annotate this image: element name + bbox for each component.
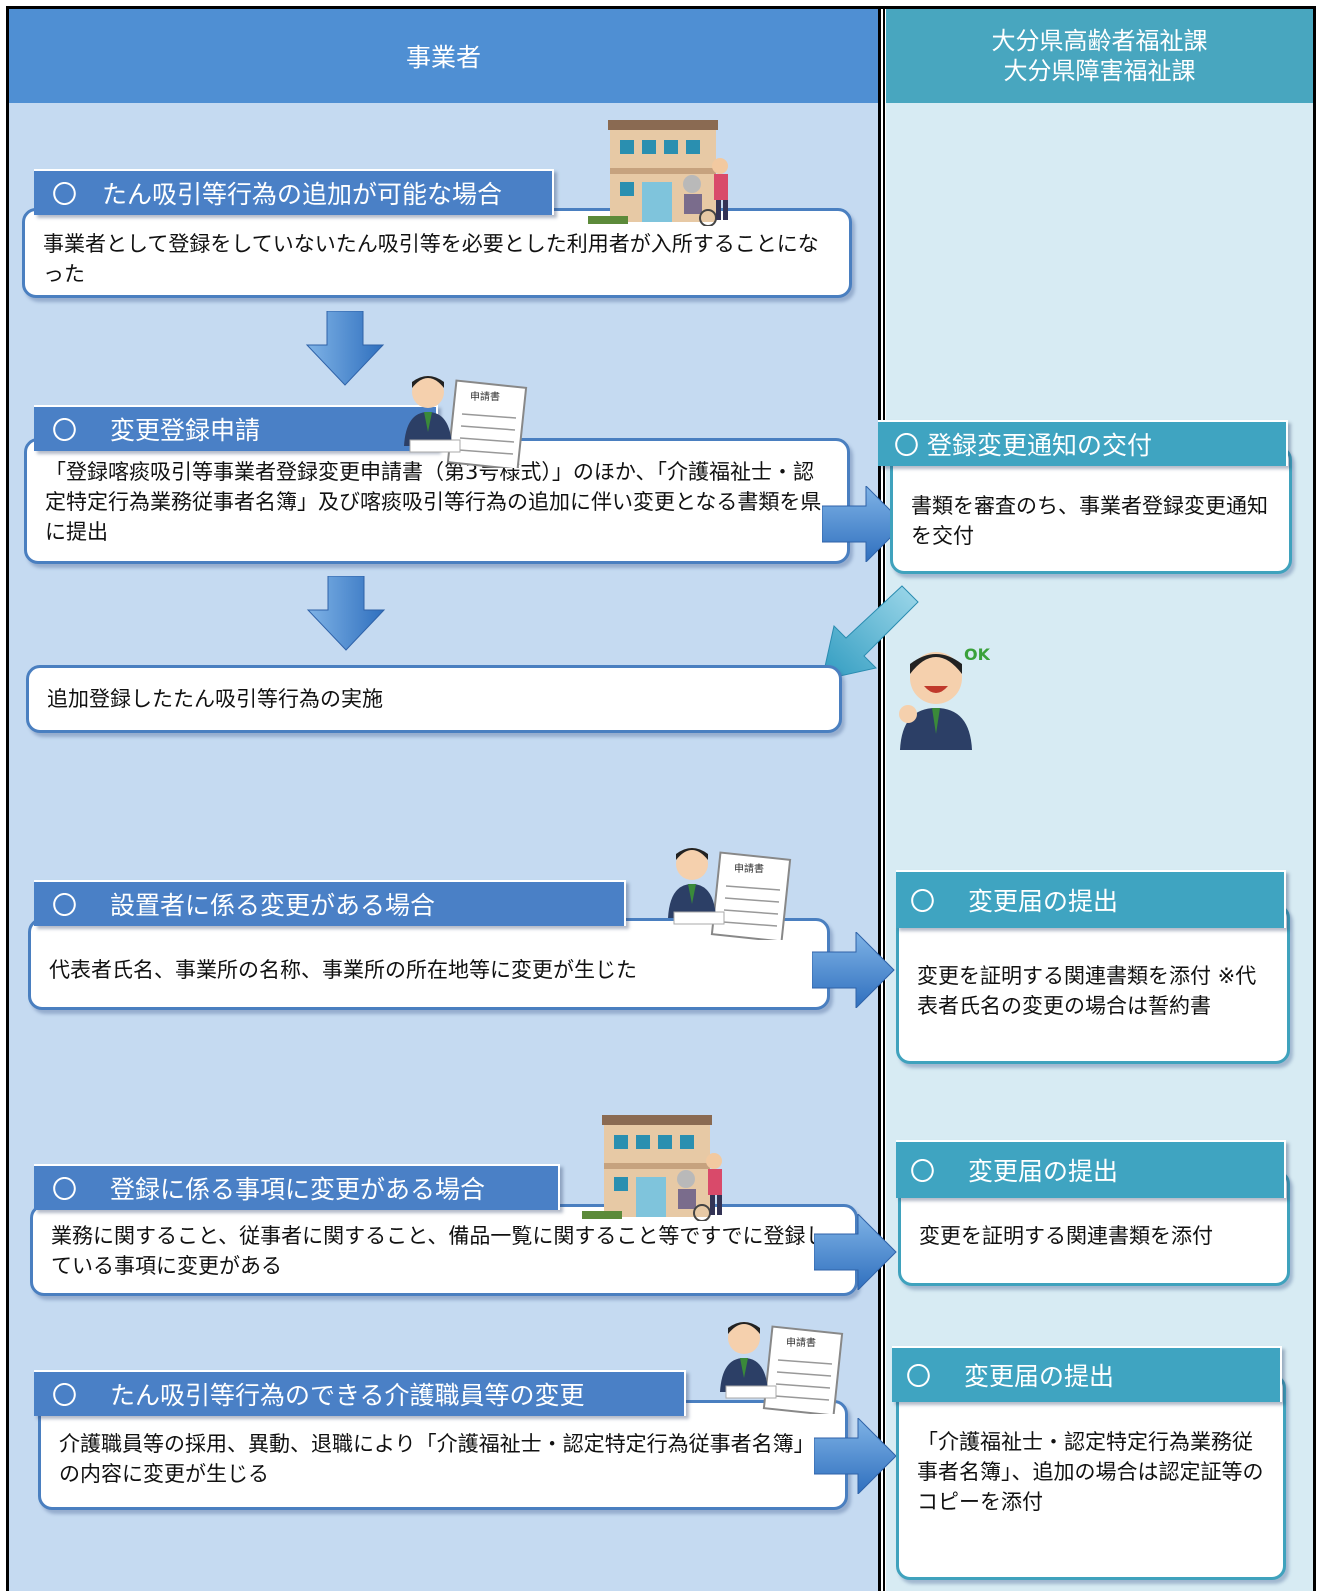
report-box-founder: 変更を証明する関連書類を添付 ※代表者氏名の変更の場合は誓約書 xyxy=(896,904,1290,1064)
flow-title-add-possible: 〇 たん吸引等行為の追加が可能な場合 xyxy=(34,169,554,215)
flow-box-text: 「登録喀痰吸引等事業者登録変更申請書（第3号様式）」のほか、「介護福祉士・認定特… xyxy=(45,460,822,544)
business-header-label: 事業者 xyxy=(405,43,481,72)
prefecture-header-line1: 大分県高齢者福祉課 xyxy=(991,27,1208,55)
staff-with-form-icon: 申請書 xyxy=(668,848,792,940)
flow-title-registration-change: 〇 登録に係る事項に変更がある場合 xyxy=(34,1164,560,1210)
flow-box-change-application: 「登録喀痰吸引等事業者登録変更申請書（第3号様式）」のほか、「介護福祉士・認定特… xyxy=(24,438,850,564)
flow-title-text: 〇 設置者に係る変更がある場合 xyxy=(52,891,435,920)
flow-title-text: 〇 登録に係る事項に変更がある場合 xyxy=(52,1175,485,1204)
flow-title-founder-change: 〇 設置者に係る変更がある場合 xyxy=(34,880,626,926)
diagram-frame xyxy=(6,6,1316,1591)
flow-box-founder-change: 代表者氏名、事業所の名称、事業所の所在地等に変更が生じた xyxy=(28,918,830,1010)
prefecture-column xyxy=(886,103,1313,1591)
notice-box-text: 書類を審査のち、事業者登録変更通知を交付 xyxy=(911,494,1268,548)
flow-title-text: 〇 たん吸引等行為の追加が可能な場合 xyxy=(52,180,503,209)
flow-box-implementation: 追加登録したたん吸引等行為の実施 xyxy=(26,665,842,733)
report-title-text: 〇 変更届の提出 xyxy=(910,887,1118,916)
ok-staff-icon: OK! xyxy=(899,645,990,750)
care-facility-icon xyxy=(588,120,728,226)
flow-box-text: 介護職員等の採用、異動、退職により「介護福祉士・認定特定行為従事者名簿」の内容に… xyxy=(59,1432,815,1486)
report-title-staff: 〇 変更届の提出 xyxy=(892,1346,1282,1402)
column-divider xyxy=(878,6,881,1591)
arrow-down-2 xyxy=(306,576,386,651)
column-divider-inner xyxy=(883,6,885,1591)
arrow-right-5 xyxy=(814,1214,897,1290)
care-facility-icon xyxy=(582,1115,722,1221)
report-box-text: 変更を証明する関連書類を添付 ※代表者氏名の変更の場合は誓約書 xyxy=(917,964,1257,1018)
notice-title-text: 〇 登録変更通知の交付 xyxy=(894,431,1152,460)
report-title-registration: 〇 変更届の提出 xyxy=(896,1140,1286,1198)
form-label: 申請書 xyxy=(470,390,500,403)
report-box-staff: 「介護福祉士・認定特定行為業務従事者名簿」、追加の場合は認定証等のコピーを添付 xyxy=(896,1374,1286,1580)
report-title-text: 〇 変更届の提出 xyxy=(910,1157,1118,1186)
report-box-text: 変更を証明する関連書類を添付 xyxy=(919,1224,1213,1248)
prefecture-header-line2: 大分県障害福祉課 xyxy=(1003,57,1196,85)
arrow-right-2 xyxy=(822,486,905,562)
staff-with-form-icon: 申請書 xyxy=(720,1322,844,1414)
staff-with-form-icon: 申請書 xyxy=(404,376,528,468)
report-title-founder: 〇 変更届の提出 xyxy=(896,870,1286,928)
arrow-diagonal-return xyxy=(821,585,919,681)
arrow-right-4 xyxy=(812,932,895,1008)
report-box-text: 「介護福祉士・認定特定行為業務従事者名簿」、追加の場合は認定証等のコピーを添付 xyxy=(917,1430,1264,1514)
prefecture-header: 大分県高齢者福祉課 大分県障害福祉課 xyxy=(886,9,1313,103)
flow-title-text: 〇 たん吸引等行為のできる介護職員等の変更 xyxy=(52,1381,585,1410)
flow-title-change-application: 〇 変更登録申請 xyxy=(34,405,438,451)
arrow-right-6 xyxy=(814,1418,897,1494)
report-title-text: 〇 変更届の提出 xyxy=(906,1362,1114,1391)
flow-box-text: 代表者氏名、事業所の名称、事業所の所在地等に変更が生じた xyxy=(49,958,637,982)
flow-box-text: 事業者として登録をしていないたん吸引等を必要とした利用者が入所することになった xyxy=(43,232,819,286)
arrow-down-1 xyxy=(305,311,385,386)
notice-title: 〇 登録変更通知の交付 xyxy=(878,420,1288,466)
flow-title-text: 〇 変更登録申請 xyxy=(52,416,260,445)
flow-box-staff-change: 介護職員等の採用、異動、退職により「介護福祉士・認定特定行為従事者名簿」の内容に… xyxy=(38,1400,848,1510)
flow-title-staff-change: 〇 たん吸引等行為のできる介護職員等の変更 xyxy=(34,1370,686,1416)
ok-label: OK! xyxy=(964,645,990,664)
flow-box-text: 追加登録したたん吸引等行為の実施 xyxy=(47,687,383,711)
flow-box-text: 業務に関すること、従事者に関すること、備品一覧に関すること等ですでに登録している… xyxy=(51,1224,827,1278)
form-label: 申請書 xyxy=(734,862,764,875)
business-header: 事業者 xyxy=(9,9,878,103)
notice-box: 書類を審査のち、事業者登録変更通知を交付 xyxy=(890,446,1292,574)
form-label: 申請書 xyxy=(786,1336,816,1349)
